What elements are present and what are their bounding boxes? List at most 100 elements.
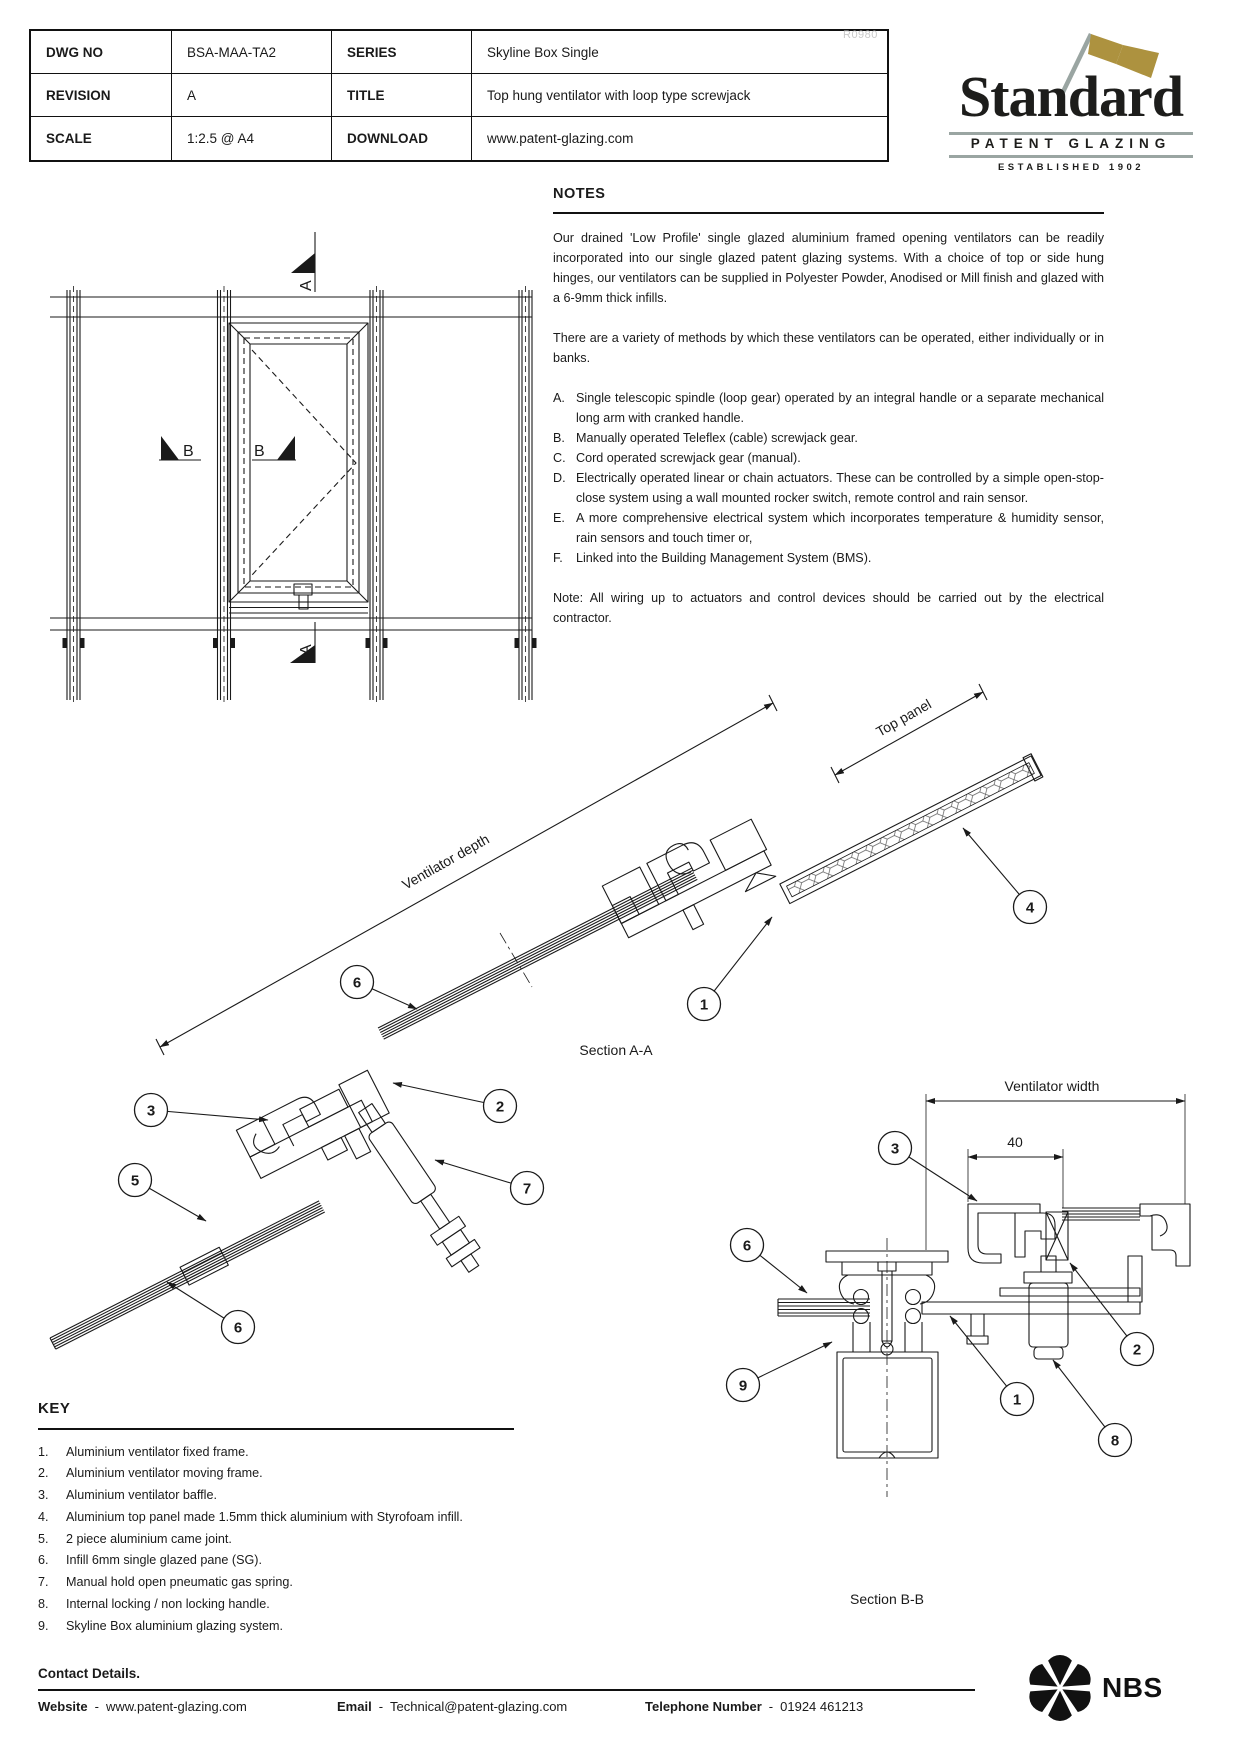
top-panel (779, 753, 1044, 905)
notes-heading: NOTES (553, 186, 606, 202)
glazing-mullion (62, 286, 85, 703)
notes-paragraph-2: There are a variety of methods by which … (553, 330, 1104, 365)
baffle-profile (967, 1203, 1041, 1264)
svg-text:3: 3 (891, 1141, 899, 1158)
locking-handle (1023, 1255, 1073, 1360)
svg-text:6: 6 (743, 1238, 751, 1255)
ventilator-frame-bb (921, 1203, 1191, 1345)
callout-6-lower-glass: 6 (166, 1281, 256, 1345)
section-marker-b-middle: B (252, 436, 296, 461)
logo-rule-top (949, 132, 1193, 135)
gas-spring (358, 1103, 481, 1273)
callout-9-glazing-system: 9 (725, 1341, 833, 1403)
nbs-logo: NBS (1028, 1654, 1163, 1722)
callout-5-came-joint: 5 (117, 1162, 207, 1222)
key-section: KEY 1.Aluminium ventilator fixed frame. … (38, 1400, 514, 1638)
company-logo: Standard PATENT GLAZING ESTABLISHED 1902 (925, 24, 1217, 174)
notes-rule (553, 212, 1104, 214)
ventilator-handle-plan (293, 583, 313, 610)
marker-letter: B (254, 443, 265, 460)
ventilator-bottom-rail-detail (235, 1069, 390, 1179)
callout-2-moving-frame-bb: 2 (1069, 1262, 1155, 1367)
callout-4-top-panel: 4 (962, 827, 1048, 925)
callout-3-baffle: 3 (133, 1092, 269, 1128)
email-value: Technical@patent-glazing.com (390, 1698, 568, 1714)
nbs-flower-icon (1028, 1655, 1092, 1721)
phone-value: 01924 461213 (780, 1698, 864, 1714)
notes-item-b: B.Manually operated Teleflex (cable) scr… (553, 430, 858, 445)
svg-text:1: 1 (700, 997, 708, 1014)
dim-top-panel-label: Top panel (873, 696, 934, 740)
section-marker-a-top: A (291, 232, 316, 292)
marker-letter: A (298, 280, 315, 291)
logo-established: ESTABLISHED 1902 (997, 162, 1145, 173)
notes-paragraph-1: Our drained 'Low Profile' single glazed … (553, 230, 1104, 305)
download-label: DOWNLOAD (332, 117, 472, 160)
title-label: TITLE (332, 74, 472, 117)
marker-letter: A (298, 644, 315, 655)
opening-direction-dashes (251, 349, 357, 576)
section-bb-drawing: Ventilator width 40 (725, 1078, 1191, 1607)
svg-text:9: 9 (739, 1378, 747, 1395)
callout-8-handle: 8 (1052, 1359, 1133, 1458)
notes-item-a: A.Single telescopic spindle (loop gear) … (553, 390, 1104, 425)
svg-text:5: 5 (131, 1173, 139, 1190)
glazing-mullion (365, 286, 388, 703)
notes-item-d: D.Electrically operated linear or chain … (553, 470, 1104, 505)
callout-7-gas-spring: 7 (434, 1159, 545, 1206)
watermark-ref: R0980 (843, 29, 878, 41)
callout-6-glass: 6 (339, 964, 418, 1010)
logo-tagline: PATENT GLAZING (970, 136, 1172, 151)
website-group: Website-www.patent-glazing.com (38, 1698, 247, 1714)
key-item-2: 2.Aluminium ventilator moving frame. (38, 1466, 263, 1481)
flag-icon (1060, 33, 1159, 93)
notes-wiring-note: Note: All wiring up to actuators and con… (553, 590, 1104, 625)
logo-wordmark: Standard (958, 64, 1184, 129)
nbs-wordmark: NBS (1102, 1672, 1163, 1703)
title-value: Top hung ventilator with loop type screw… (472, 74, 887, 117)
section-marker-b-left: B (159, 436, 201, 461)
glazing-mullion (213, 286, 235, 703)
key-item-3: 3.Aluminium ventilator baffle. (38, 1488, 217, 1503)
notes-item-f: F.Linked into the Building Management Sy… (553, 550, 872, 565)
dim-40: 40 (967, 1134, 1064, 1208)
title-block-table: DWG NO BSA-MAA-TA2 SERIES Skyline Box Si… (29, 29, 889, 162)
callout-2-moving-frame: 2 (392, 1081, 518, 1124)
revision-label: REVISION (31, 74, 172, 117)
dim-depth-label: Ventilator depth (399, 831, 492, 893)
ventilator-top-rail-detail (601, 818, 777, 939)
dim-width-label: Ventilator width (1005, 1078, 1100, 1094)
ventilator-outline (228, 322, 369, 614)
ventilator-glass-pane (377, 867, 698, 1040)
glazing-gaskets (852, 1288, 922, 1325)
section-marker-a-bottom: A (290, 622, 316, 663)
contact-rule (38, 1689, 975, 1691)
series-label: SERIES (332, 31, 472, 74)
svg-text:7: 7 (523, 1181, 531, 1198)
download-value: www.patent-glazing.com (487, 131, 634, 146)
came-joint (179, 1246, 229, 1286)
key-item-4: 4.Aluminium top panel made 1.5mm thick a… (38, 1509, 463, 1524)
svg-text:6: 6 (353, 975, 361, 992)
dwg-no-label: DWG NO (31, 31, 172, 74)
callout-1-fixed-frame-bb: 1 (949, 1315, 1035, 1417)
contact-details: Contact Details. Website-www.patent-glaz… (38, 1666, 975, 1719)
callout-6-glass-bb: 6 (729, 1227, 808, 1294)
svg-text:2: 2 (496, 1099, 504, 1116)
svg-text:2: 2 (1133, 1342, 1141, 1359)
transom-lines (50, 296, 532, 631)
section-aa-label: Section A-A (579, 1042, 653, 1058)
key-item-1: 1.Aluminium ventilator fixed frame. (38, 1444, 249, 1459)
dim-top-panel: Top panel (830, 683, 988, 784)
notes-item-c: C.Cord operated screwjack gear (manual). (553, 450, 801, 465)
svg-text:8: 8 (1111, 1433, 1119, 1450)
callout-3-baffle-bb: 3 (877, 1130, 978, 1202)
scale-value: 1:2.5 @ A4 (172, 117, 332, 160)
notes-item-e: E.A more comprehensive electrical system… (553, 510, 1104, 545)
revision-value: A (172, 74, 332, 117)
dim-ventilator-width: Ventilator width (925, 1078, 1186, 1250)
infill-glass-bb (777, 1298, 870, 1317)
fixed-glass-pane (49, 1200, 326, 1350)
glazing-mullion (514, 286, 537, 703)
key-item-8: 8.Internal locking / non locking handle. (38, 1597, 270, 1612)
